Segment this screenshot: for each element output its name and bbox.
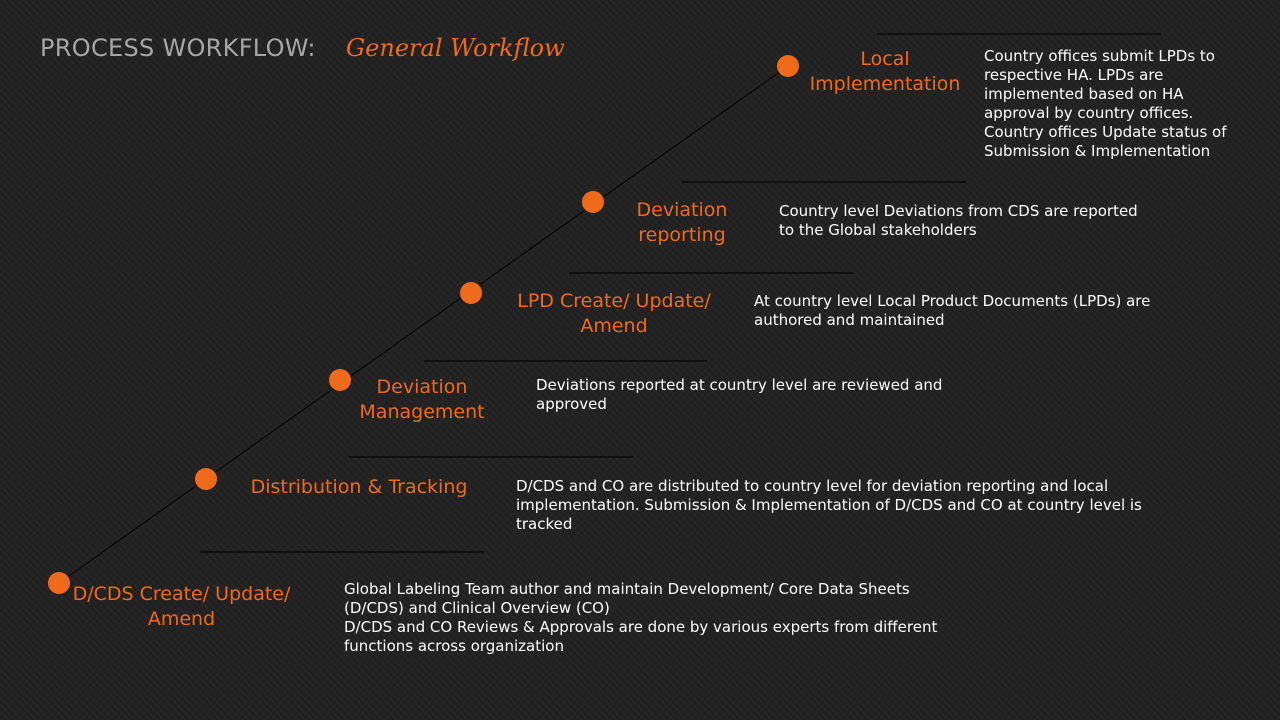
step-description-distribution-tracking: D/CDS and CO are distributed to country … (516, 477, 1142, 533)
step-description-local-implementation: Country offices submit LPDs to respectiv… (984, 47, 1227, 160)
step-title-deviation-reporting: Deviation reporting (636, 199, 728, 246)
page-title: PROCESS WORKFLOW: (40, 34, 316, 62)
step-description-deviation-management: Deviations reported at country level are… (536, 376, 943, 413)
step-title-distribution-tracking: Distribution & Tracking (250, 476, 468, 498)
step-description-dcds-create: Global Labeling Team author and maintain… (344, 580, 938, 655)
step-title-lpd-create: LPD Create/ Update/ Amend (517, 290, 711, 337)
step-marker-1 (48, 572, 70, 594)
step-marker-6 (777, 55, 799, 77)
step-marker-5 (582, 191, 604, 213)
step-description-deviation-reporting: Country level Deviations from CDS are re… (779, 202, 1138, 239)
workflow-diagonal-line (58, 65, 789, 584)
step-description-lpd-create: At country level Local Product Documents… (754, 292, 1151, 329)
step-title-deviation-management: Deviation Management (359, 376, 485, 423)
step-marker-3 (329, 369, 351, 391)
step-title-dcds-create: D/CDS Create/ Update/ Amend (72, 583, 291, 630)
step-marker-2 (195, 468, 217, 490)
step-title-local-implementation: Local Implementation (809, 48, 961, 95)
step-marker-4 (460, 282, 482, 304)
page-subtitle: General Workflow (346, 34, 565, 62)
